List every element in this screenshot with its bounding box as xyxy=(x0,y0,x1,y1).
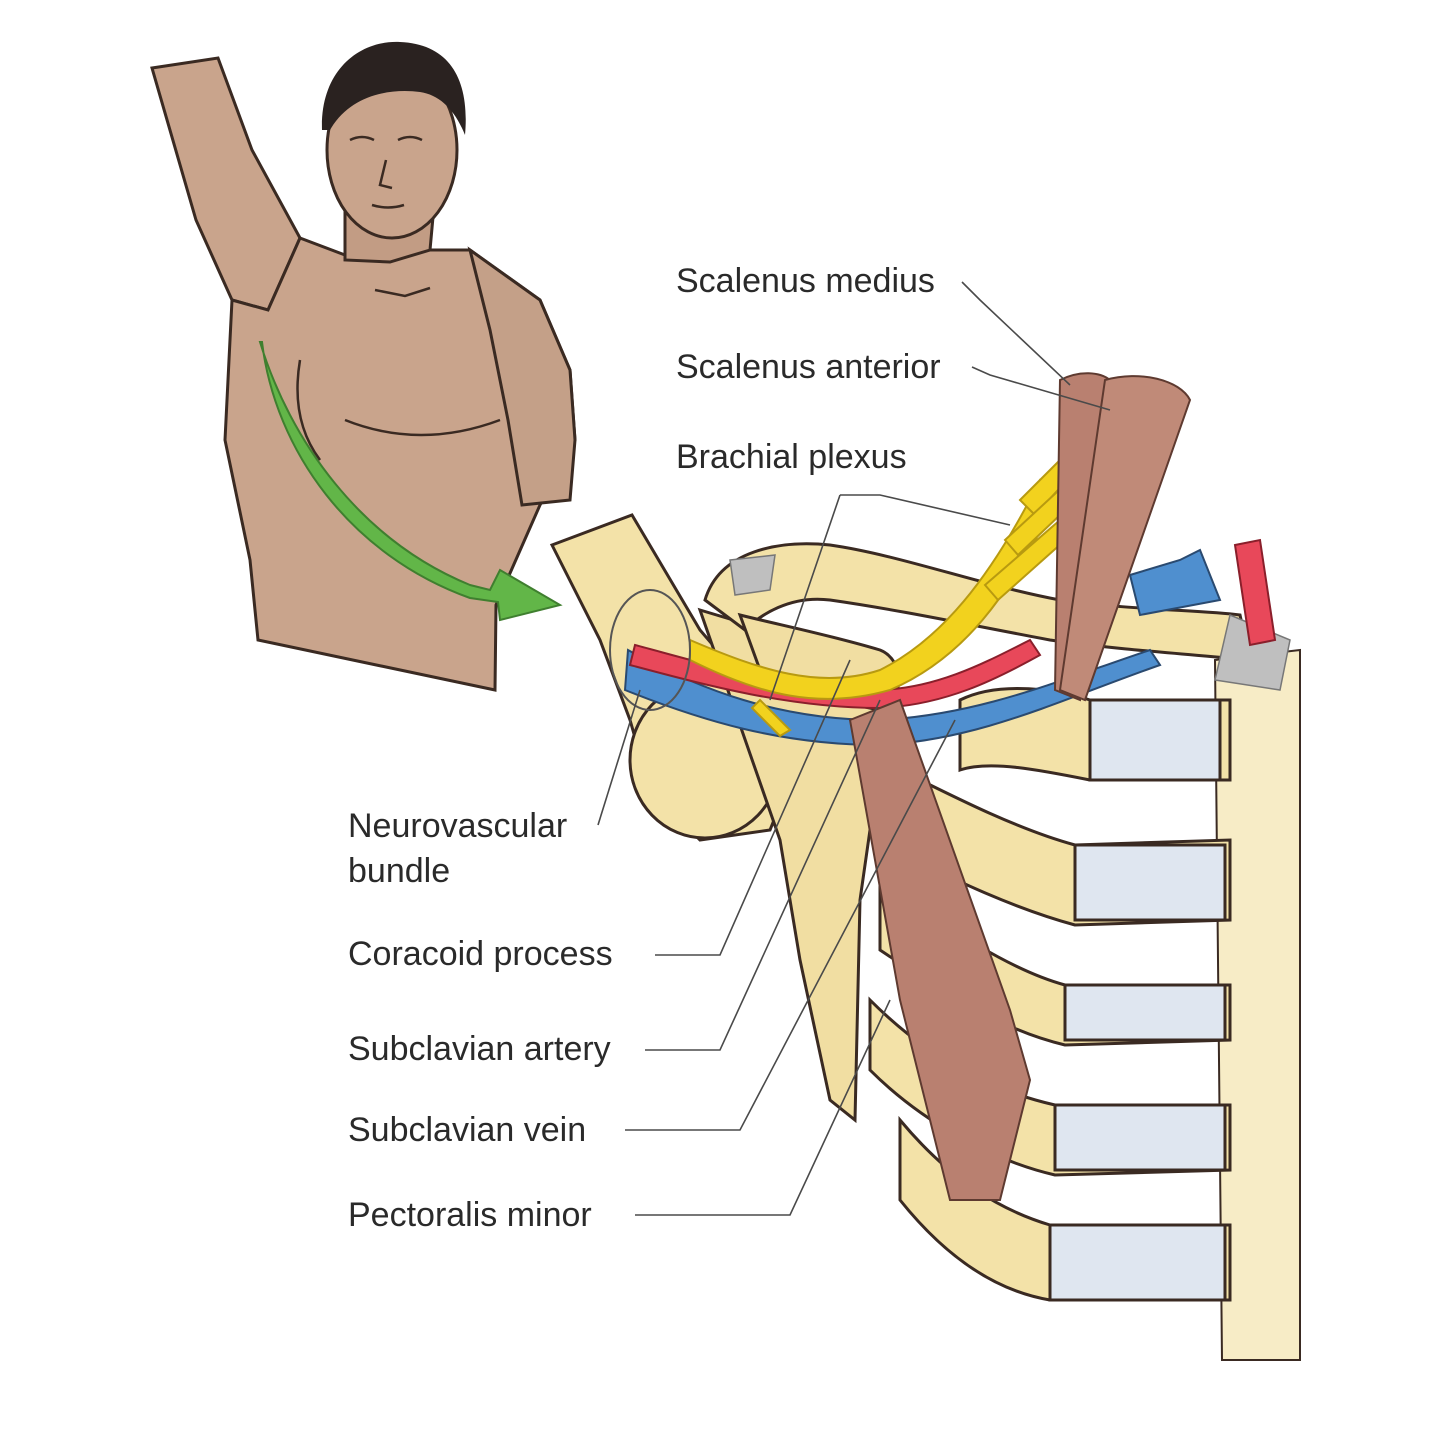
raised-arm xyxy=(150,56,302,312)
leader-vein xyxy=(625,719,956,1131)
leader-lines xyxy=(597,281,1111,1216)
label-subclavian-artery: Subclavian artery xyxy=(348,1030,611,1068)
face xyxy=(349,135,423,209)
label-scalenus-anterior: Scalenus anterior xyxy=(676,348,941,386)
leader-neurovascular xyxy=(597,689,641,826)
label-brachial-plexus: Brachial plexus xyxy=(676,438,907,476)
hair xyxy=(321,41,466,135)
leader-scalenus-anterior xyxy=(971,366,1111,411)
scalenus-anterior-shape xyxy=(1058,375,1192,702)
label-pectoralis-minor: Pectoralis minor xyxy=(348,1196,592,1234)
label-scalenus-medius: Scalenus medius xyxy=(676,262,935,300)
label-neurovascular-line1: Neurovascular xyxy=(348,807,568,845)
shoulder-anatomy xyxy=(549,372,1301,1361)
label-neurovascular-line2: bundle xyxy=(348,852,451,890)
leader-artery xyxy=(645,699,881,1051)
human-figure xyxy=(150,41,577,692)
carotid-artery xyxy=(1233,538,1277,647)
shoulder xyxy=(467,246,577,507)
subclavian-vein-shape xyxy=(623,648,1162,747)
leader-pectoralis xyxy=(635,999,891,1216)
pectoralis-minor-shape xyxy=(848,698,1032,1201)
leader-coracoid xyxy=(655,659,851,956)
leader-scalenus-medius xyxy=(961,281,1071,386)
chest-lines xyxy=(296,286,501,461)
label-coracoid-process: Coracoid process xyxy=(348,935,613,973)
label-subclavian-vein: Subclavian vein xyxy=(348,1111,587,1149)
direction-arrow xyxy=(258,341,563,622)
leader-brachial-plexus xyxy=(840,494,1011,526)
neurovascular-bundle-ring xyxy=(609,589,691,711)
acromion-ligament xyxy=(729,554,776,596)
jugular-vein xyxy=(1128,548,1222,617)
leader-brachial-plexus-down xyxy=(769,494,841,701)
